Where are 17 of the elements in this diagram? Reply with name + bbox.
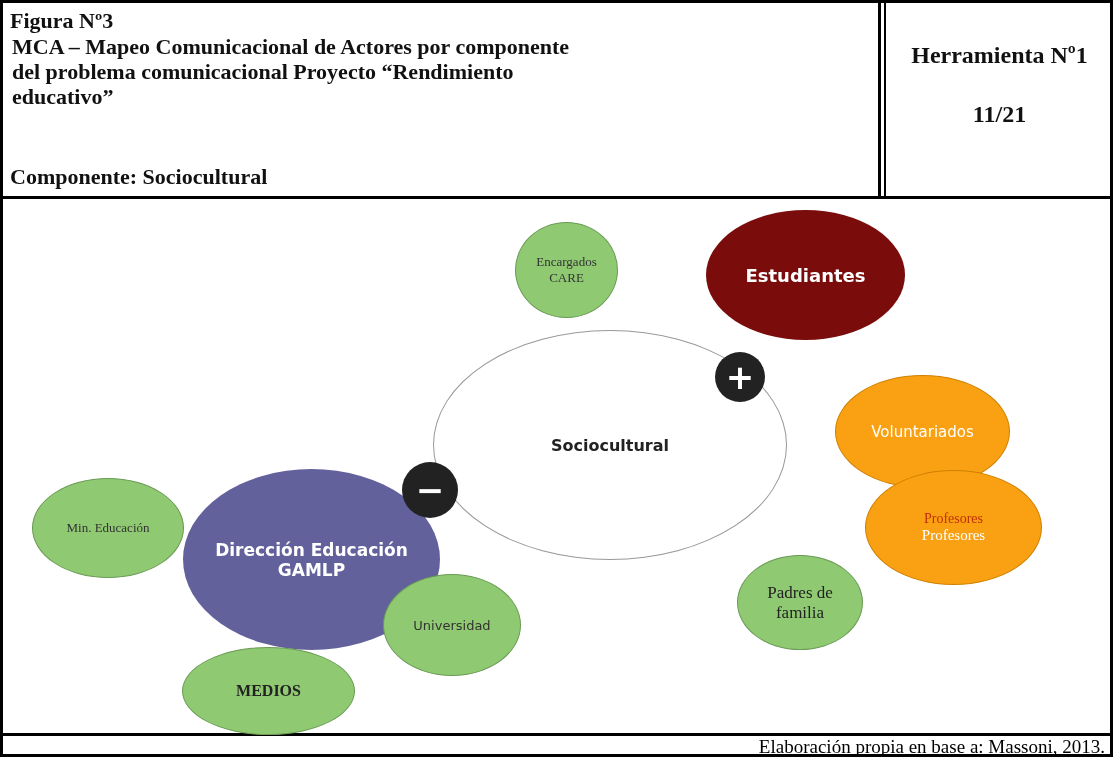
figure-title: Figura Nº3	[10, 8, 114, 33]
tool-label: Herramienta Nº1	[910, 41, 1089, 70]
actor-name: Padres de familia	[766, 582, 834, 623]
actor-name: Encargados CARE	[535, 254, 598, 286]
component-text: Componente: Sociocultural	[10, 164, 268, 189]
actor-name: Universidad	[413, 617, 491, 633]
actor-name: Dirección Educación GAMLP	[214, 539, 409, 580]
actor-name: Profesores	[923, 511, 984, 527]
actor-name: Sociocultural	[550, 435, 669, 455]
minus-sign: −	[402, 462, 458, 518]
actor-name: Min. Educación	[66, 520, 150, 536]
actor-name: Voluntariados	[871, 422, 974, 441]
page-number: 11/21	[971, 102, 1028, 127]
heading-text: MCA – Mapeo Comunicacional de Actores por componente del problema comunicacional Proyecto “Rendimiento educativo”	[12, 34, 571, 109]
actor-name: Profesores	[921, 527, 986, 544]
actor-name: MEDIOS	[236, 682, 301, 700]
actor-name: Estudiantes	[745, 264, 866, 286]
